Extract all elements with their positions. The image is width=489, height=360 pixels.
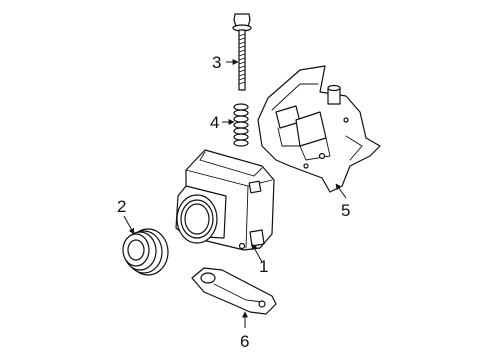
callout-1: 1 bbox=[259, 257, 268, 276]
callout-5: 5 bbox=[341, 201, 350, 220]
sensor-part bbox=[175, 149, 275, 251]
bolt-part bbox=[232, 13, 252, 91]
leader-5 bbox=[335, 183, 347, 199]
spring-part bbox=[233, 103, 249, 147]
leader-1 bbox=[251, 243, 263, 263]
callout-4: 4 bbox=[210, 113, 219, 132]
leader-2 bbox=[123, 215, 135, 235]
bracket-part bbox=[257, 65, 381, 193]
grommet-part bbox=[122, 228, 169, 276]
callout-6: 6 bbox=[240, 332, 249, 351]
callout-2: 2 bbox=[117, 197, 126, 216]
retainer-part bbox=[191, 267, 277, 315]
leader-lines bbox=[123, 59, 347, 328]
callout-3: 3 bbox=[212, 53, 221, 72]
